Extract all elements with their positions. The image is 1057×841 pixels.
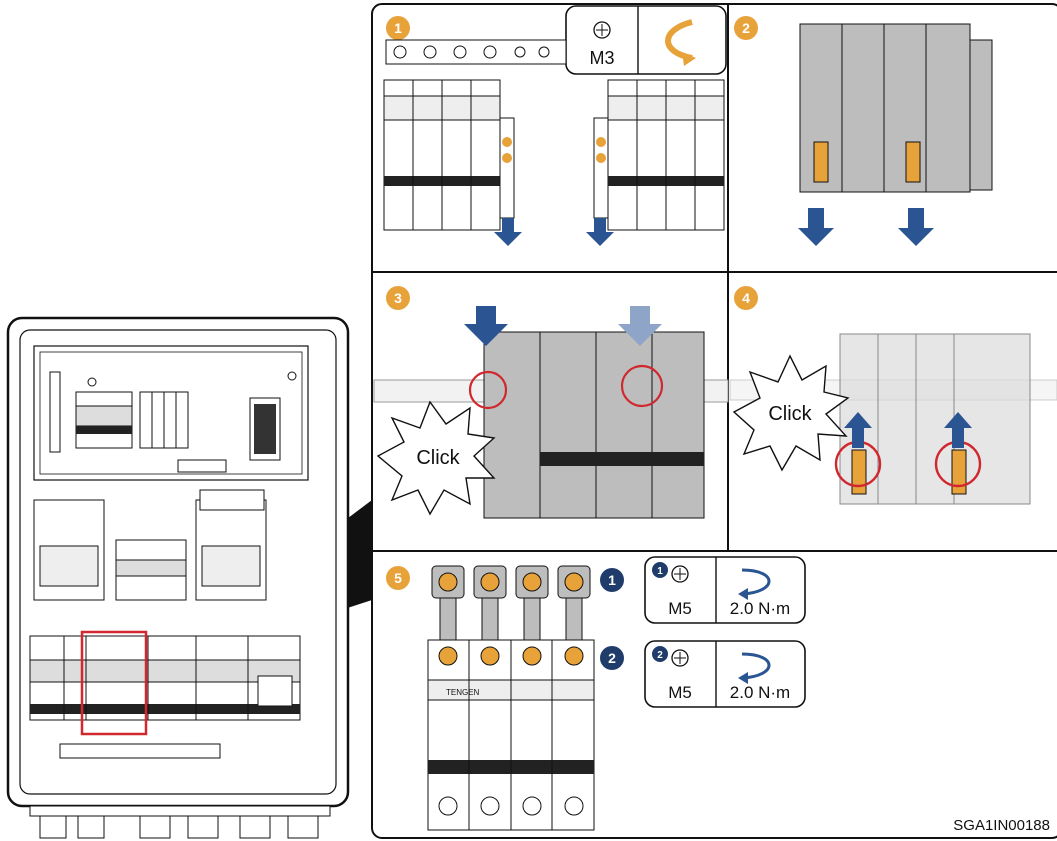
spec-1-torque: 2.0 N·m [730,599,790,618]
spec-2-torque: 2.0 N·m [730,683,790,702]
breaker-brand-label: TENGEN [446,688,480,697]
clockwise-rotate-icon [741,652,771,680]
spec-1-screw: M5 [668,599,692,618]
step-3-badge: 3 [394,290,402,306]
down-arrow-left [798,208,834,246]
phillips-screw-icon [671,565,689,583]
step-4-badge: 4 [742,290,750,306]
torque-spec-2: 2 M5 2.0 N·m [644,640,806,708]
top-breakers [49,371,297,473]
down-arrow-right [586,218,614,246]
clip-right [951,449,967,495]
click-burst [376,400,496,516]
phillips-screw-icon [671,649,689,667]
release-clip-right [905,141,921,183]
up-arrow-right [944,412,972,448]
middle-breakers [33,489,267,601]
spec-2-badge: 2 [657,650,663,661]
phillips-screw-icon [593,21,611,39]
step-4-panel: 4 Click [729,286,1057,505]
clockwise-rotate-icon [741,568,771,596]
breaker-left [383,79,515,231]
cable-glands [29,805,331,839]
breaker-4-pole: TENGEN [427,639,595,831]
click-burst [732,354,850,472]
down-arrow-dark [464,306,508,346]
steps-frame [371,3,1057,839]
step-5-badge: 5 [394,570,402,586]
terminal-strip [385,39,567,65]
step-4-click-label: Click [768,403,812,425]
step-5-panel: 5 TENGEN 1 2 [386,556,806,831]
cabinet-overview [6,316,372,839]
step-2-panel: 2 [734,16,993,246]
step-1-panel: 1 M3 [383,5,727,246]
step-1-screw-label: M3 [589,48,614,68]
bottom-breakers [29,630,301,759]
breaker-right [593,79,725,231]
down-arrow-right [898,208,934,246]
highlight-box [80,630,148,736]
highlight-circle-right [620,364,664,408]
release-clip-left [813,141,829,183]
document-id: SGA1IN00188 [953,817,1050,834]
down-arrow-light [618,306,662,346]
callout-2: 2 [608,650,616,666]
step-2-badge: 2 [742,20,750,36]
step-3-panel: 3 Click [373,286,729,519]
step-1-badge: 1 [394,20,402,36]
step-3-click-label: Click [416,447,460,469]
callout-1: 1 [608,572,616,588]
up-arrow-left [844,412,872,448]
spec-2-screw: M5 [668,683,692,702]
spec-1-badge: 1 [657,566,663,577]
clip-left [851,449,867,495]
highlight-circle-left [468,370,508,410]
torque-spec-1: 1 M5 2.0 N·m [644,556,806,624]
cable-lugs [431,565,591,641]
down-arrow-left [494,218,522,246]
